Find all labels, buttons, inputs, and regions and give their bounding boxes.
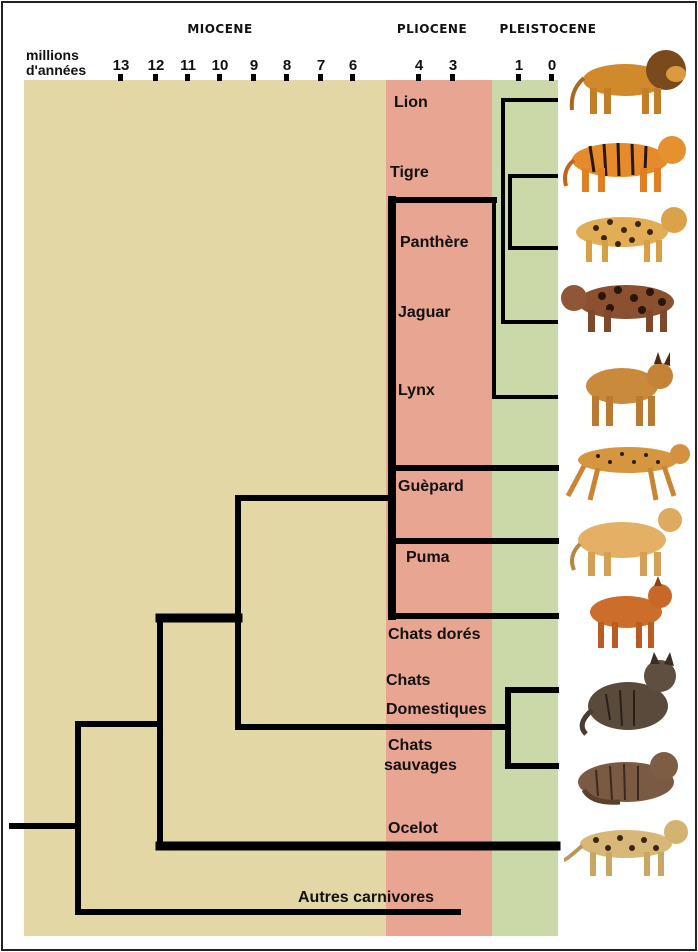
tick-label: 11: [180, 57, 196, 74]
taxon-label-cheetah: Guèpard: [398, 478, 464, 495]
tick-label: 7: [317, 57, 325, 74]
tick-label: 13: [113, 57, 130, 74]
tick-label: 12: [148, 57, 165, 74]
taxon-label-jaguar: Jaguar: [398, 304, 450, 321]
tick-label: 9: [250, 57, 258, 74]
tick-label: 6: [349, 57, 357, 74]
tick-label: 3: [449, 57, 457, 74]
taxon-label-wild-cat-line1: Chats: [388, 737, 433, 754]
taxon-label-wild-cat-line2: sauvages: [384, 757, 457, 774]
tick-label: 10: [212, 57, 229, 74]
era-miocene: MIOCENE: [187, 22, 252, 36]
time-unit-line1: millions: [26, 47, 79, 63]
taxon-label-other-carnivores: Autres carnivores: [298, 889, 434, 906]
tick-label: 4: [415, 57, 424, 74]
taxon-label-lion: Lion: [394, 94, 428, 111]
era-pleistocene: PLEISTOCENE: [500, 22, 597, 36]
tick-label: 1: [515, 57, 523, 74]
taxon-label-lynx: Lynx: [398, 382, 435, 399]
taxon-label-domestic-cat-line1: Chats: [386, 672, 431, 689]
era-pliocene: PLIOCENE: [397, 22, 467, 36]
taxon-label-golden-cat: Chats dorés: [388, 626, 481, 643]
taxon-label-tiger: Tigre: [390, 164, 429, 181]
taxon-label-puma: Puma: [406, 549, 450, 566]
taxon-label-ocelot: Ocelot: [388, 820, 438, 837]
tick-label: 0: [548, 57, 556, 74]
taxon-label-panther: Panthère: [400, 234, 469, 251]
pliocene-band: [386, 80, 492, 936]
time-unit-line2: d'années: [26, 62, 86, 78]
taxon-label-domestic-cat-line2: Domestiques: [386, 701, 487, 718]
tick-label: 8: [283, 57, 291, 74]
